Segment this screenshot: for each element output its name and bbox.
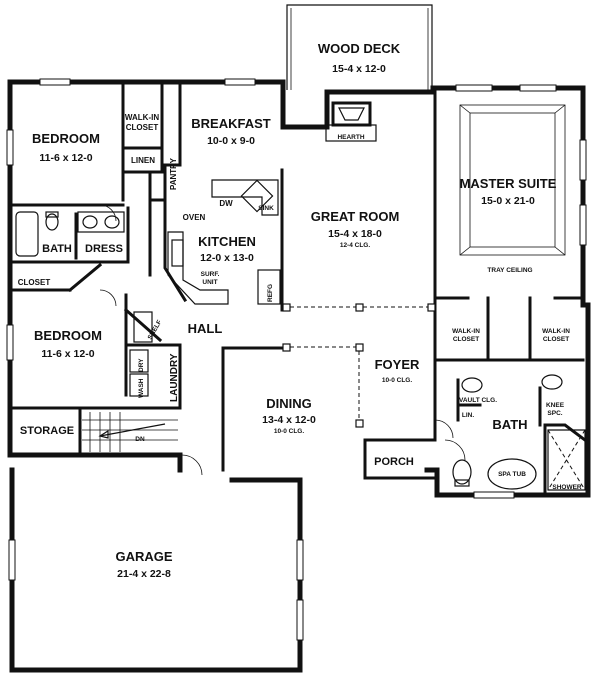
bath-name: BATH: [42, 243, 72, 255]
walkin-closet-left-line1: WALK-IN: [452, 328, 480, 335]
master-suite-dims: 15-0 x 21-0: [481, 195, 535, 207]
dining-note: 10-0 CLG.: [274, 428, 305, 435]
hall-name: HALL: [188, 321, 223, 336]
lin-label: LIN.: [462, 412, 474, 419]
kitchen-dims: 12-0 x 13-0: [200, 252, 254, 264]
dw-label: DW: [219, 199, 233, 208]
shower-label: SHOWER: [552, 484, 582, 491]
great-room-name: GREAT ROOM: [311, 209, 400, 224]
walkin-closet-right-line2: CLOSET: [543, 336, 569, 343]
garage-name: GARAGE: [115, 549, 172, 564]
porch-name: PORCH: [374, 456, 414, 468]
dining-name: DINING: [266, 396, 312, 411]
great-room-note: 12-4 CLG.: [340, 242, 371, 249]
dn-label: DN: [135, 436, 145, 443]
stairs: [82, 412, 178, 452]
columns: [282, 303, 436, 428]
bedroom1-dims: 11-6 x 12-0: [39, 152, 92, 164]
hearth-label: HEARTH: [337, 134, 364, 141]
surf-unit-line2: UNIT: [202, 279, 217, 286]
bedroom2-dims: 11-6 x 12-0: [41, 348, 94, 360]
bedroom1-name: BEDROOM: [32, 131, 100, 146]
storage-name: STORAGE: [20, 425, 74, 437]
oven-label: OVEN: [183, 213, 206, 222]
master-bath-name: BATH: [492, 417, 527, 432]
knee-spc-line2: SPC.: [547, 410, 562, 417]
dry-label: DRY: [138, 358, 145, 372]
sink-label: SINK: [258, 205, 274, 212]
wood-deck-dims: 15-4 x 12-0: [332, 63, 386, 75]
great-room-dims: 15-4 x 18-0: [328, 228, 382, 240]
garage-dims: 21-4 x 22-8: [117, 568, 171, 580]
foyer-name: FOYER: [375, 357, 420, 372]
wash-label: WASH: [138, 378, 145, 398]
linen-label: LINEN: [131, 156, 155, 165]
walkin-closet-top-line1: WALK-IN: [125, 113, 159, 122]
fireplace: [325, 101, 377, 142]
knee-spc-line1: KNEE: [546, 402, 565, 409]
vault-clg-label: VAULT CLG.: [459, 397, 497, 404]
tray-ceiling-label: TRAY CEILING: [487, 267, 532, 274]
spa-tub-label: SPA TUB: [498, 471, 526, 478]
walkin-closet-top-line2: CLOSET: [126, 123, 159, 132]
laundry-appliances: [129, 311, 153, 397]
room-labels: WOOD DECK 15-4 x 12-0 BREAKFAST 10-0 x 9…: [20, 41, 557, 580]
foyer-note: 10-0 CLG.: [382, 377, 413, 384]
wood-deck-name: WOOD DECK: [318, 41, 401, 56]
doors: [99, 204, 466, 476]
breakfast-dims: 10-0 x 9-0: [207, 135, 255, 147]
tray-ceiling: [459, 104, 566, 256]
master-suite-name: MASTER SUITE: [460, 176, 557, 191]
windows: [6, 78, 587, 641]
pantry-label: PANTRY: [169, 157, 178, 190]
breakfast-name: BREAKFAST: [191, 116, 271, 131]
walkin-closet-left-line2: CLOSET: [453, 336, 479, 343]
laundry-name: LAUNDRY: [169, 353, 180, 402]
surf-unit-line1: SURF.: [201, 271, 220, 278]
bedroom2-name: BEDROOM: [34, 328, 102, 343]
dress-name: DRESS: [85, 243, 123, 255]
closet-label: CLOSET: [18, 278, 51, 287]
dining-dims: 13-4 x 12-0: [262, 414, 316, 426]
kitchen-name: KITCHEN: [198, 234, 256, 249]
kitchen-counters: [167, 179, 281, 305]
refg-label: REFG: [267, 284, 274, 302]
bath-fixtures: [15, 211, 586, 491]
walkin-closet-right-line1: WALK-IN: [542, 328, 570, 335]
interior-walls: [10, 82, 588, 495]
